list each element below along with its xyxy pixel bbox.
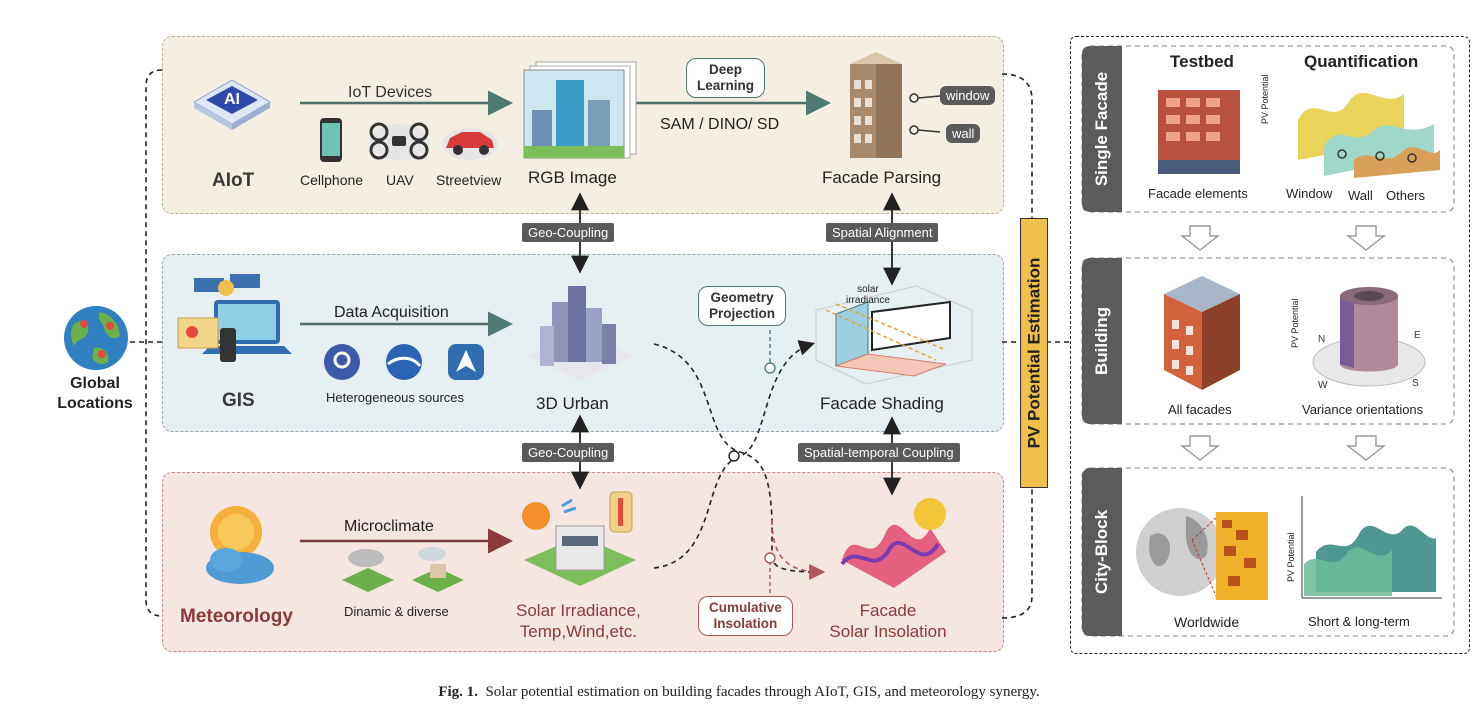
pv-axis-label-2: PV Potential: [1290, 298, 1300, 348]
aiot-title: AIoT: [212, 170, 255, 191]
compass-w-label: W: [1318, 380, 1328, 391]
window-callout: window: [940, 86, 996, 105]
models-label: SAM / DINO/ SD: [660, 116, 780, 133]
facade-elements-icon: [1158, 90, 1240, 174]
testbed-header: Testbed: [1170, 52, 1234, 71]
dynamic-diverse-label: Dinamic & diverse: [344, 604, 449, 619]
facade-building-icon: [850, 52, 902, 158]
source-navigation-icon: [448, 344, 484, 380]
caption-text: Solar potential estimation on building f…: [485, 684, 1040, 700]
geo-coupling-bottom-tag: Geo-Coupling: [522, 443, 615, 462]
quantification-3d-chart: [1298, 92, 1440, 178]
rgb-image-label: RGB Image: [528, 168, 617, 187]
meteorology-title: Meteorology: [180, 606, 293, 627]
pv-potential-estimation-bar: PV Potential Estimation: [1020, 218, 1048, 488]
wall-callout: wall: [946, 124, 981, 143]
worldwide-globe-icon: [1136, 508, 1268, 600]
spatial-alignment-tag: Spatial Alignment: [826, 223, 939, 242]
facade-shading-label: Facade Shading: [820, 394, 944, 413]
globe-icon: [64, 306, 128, 370]
3d-urban-label: 3D Urban: [536, 394, 609, 413]
figure-caption: Fig. 1. Solar potential estimation on bu…: [0, 684, 1478, 701]
compass-e-label: E: [1414, 330, 1421, 341]
source-google-earth-icon: [386, 344, 422, 380]
rgb-image-icon: [523, 61, 637, 159]
compass-n-label: N: [1318, 334, 1325, 345]
device-streetview-label: Streetview: [436, 172, 502, 188]
geo-coupling-top-tag: Geo-Coupling: [522, 223, 615, 242]
gis-title: GIS: [222, 390, 255, 411]
section-building: Building: [1082, 258, 1122, 424]
caption-fig-number: Fig. 1.: [438, 684, 478, 700]
source-map-pin-icon: [324, 344, 360, 380]
legend-window: Window: [1286, 186, 1333, 201]
all-facades-building-icon: [1164, 276, 1240, 390]
worldwide-label: Worldwide: [1174, 614, 1240, 630]
uav-icon: [369, 122, 429, 160]
data-acquisition-label: Data Acquisition: [334, 304, 449, 321]
microclimate-label: Microclimate: [344, 518, 434, 535]
facade-parsing-label: Facade Parsing: [822, 168, 942, 187]
all-facades-label: All facades: [1168, 402, 1232, 417]
microclimate-scenes-icon: [342, 547, 464, 592]
right-outer-panel: [1070, 36, 1470, 654]
ai-chip-icon: AI: [193, 79, 271, 130]
short-long-term-chart: [1301, 496, 1442, 599]
section-single-facade: Single Facade: [1082, 46, 1122, 212]
short-long-term-label: Short & long-term: [1308, 614, 1410, 629]
callout-lines: [909, 93, 941, 135]
device-cellphone-label: Cellphone: [300, 172, 364, 188]
orientation-compass-icon: N E W S: [1312, 287, 1426, 391]
iot-devices-label: IoT Devices: [348, 84, 433, 101]
3d-urban-icon: [528, 286, 632, 380]
solar-temp-wind-icon: [522, 491, 636, 586]
section-city-block: City-Block: [1082, 468, 1122, 636]
variance-orientations-label: Variance orientations: [1302, 402, 1424, 417]
heterogeneous-sources-label: Heterogeneous sources: [326, 390, 465, 405]
facade-shading-icon: [815, 285, 973, 385]
svg-text:AI: AI: [224, 91, 240, 108]
pv-axis-label-3: PV Potential: [1286, 532, 1296, 582]
weather-sun-cloud-icon: [206, 506, 274, 584]
solar-irradiance-output-label: Solar Irradiance,Temp,Wind,etc.: [516, 601, 641, 641]
pv-axis-label-1: PV Potential: [1260, 74, 1270, 124]
facade-elements-label: Facade elements: [1148, 186, 1248, 201]
streetview-car-icon: [442, 128, 498, 160]
insolation-surface-icon: [840, 498, 946, 588]
gis-satellite-icon: [177, 274, 292, 362]
device-uav-label: UAV: [386, 172, 414, 188]
quantification-header: Quantification: [1304, 52, 1419, 71]
legend-others: Others: [1386, 188, 1426, 203]
cellphone-icon: [320, 118, 342, 162]
compass-s-label: S: [1412, 378, 1419, 389]
legend-wall: Wall: [1348, 188, 1373, 203]
spatiotemporal-coupling-tag: Spatial-temporal Coupling: [798, 443, 960, 462]
